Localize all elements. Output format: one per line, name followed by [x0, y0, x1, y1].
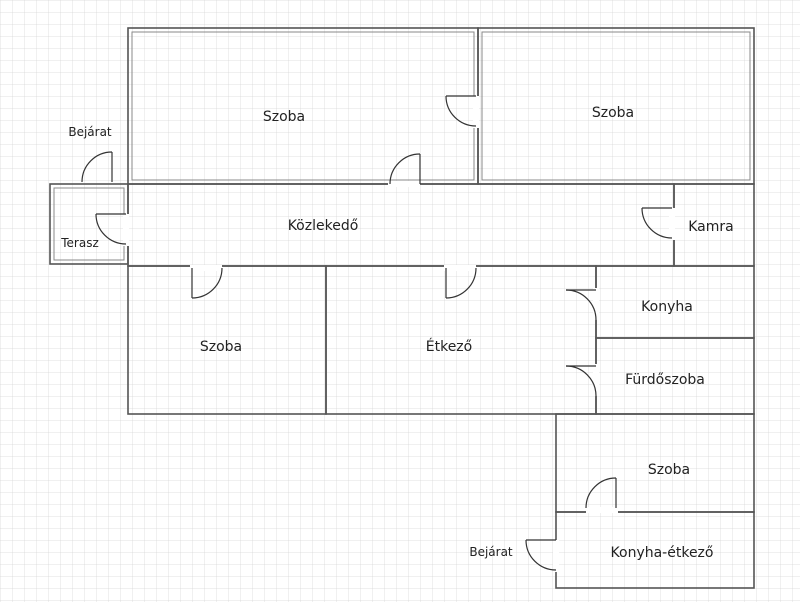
door-etkezo: [444, 265, 477, 299]
label-szoba-1: Szoba: [263, 109, 305, 125]
doors: [81, 95, 675, 572]
door-szoba-1-east: [445, 95, 479, 128]
door-szoba-1-south: [388, 153, 421, 187]
label-kamra: Kamra: [688, 219, 734, 235]
label-konyha-etkezo: Konyha-étkező: [611, 545, 714, 561]
door-konyha: [565, 288, 599, 321]
label-konyha: Konyha: [641, 299, 693, 315]
label-etkezo: Étkező: [426, 338, 472, 355]
label-szoba-3: Szoba: [200, 339, 242, 355]
label-entrance-bottom: Bejárat: [469, 545, 513, 559]
door-szoba-4: [585, 477, 618, 513]
label-furdoszoba: Fürdőszoba: [625, 372, 705, 388]
door-terasz: [95, 213, 129, 246]
label-szoba-4: Szoba: [648, 462, 690, 478]
label-terasz: Terasz: [60, 236, 99, 250]
door-entrance-top: [81, 151, 113, 183]
door-kamra: [641, 207, 675, 240]
label-kozlekedo: Közlekedő: [288, 218, 359, 234]
labels: Szoba Szoba Közlekedő Kamra Terasz Szoba…: [60, 105, 734, 561]
label-szoba-2: Szoba: [592, 105, 634, 121]
door-szoba-3: [190, 265, 223, 299]
door-entrance-bottom: [525, 539, 559, 572]
door-furdoszoba: [565, 364, 599, 397]
label-entrance-top: Bejárat: [68, 125, 112, 139]
